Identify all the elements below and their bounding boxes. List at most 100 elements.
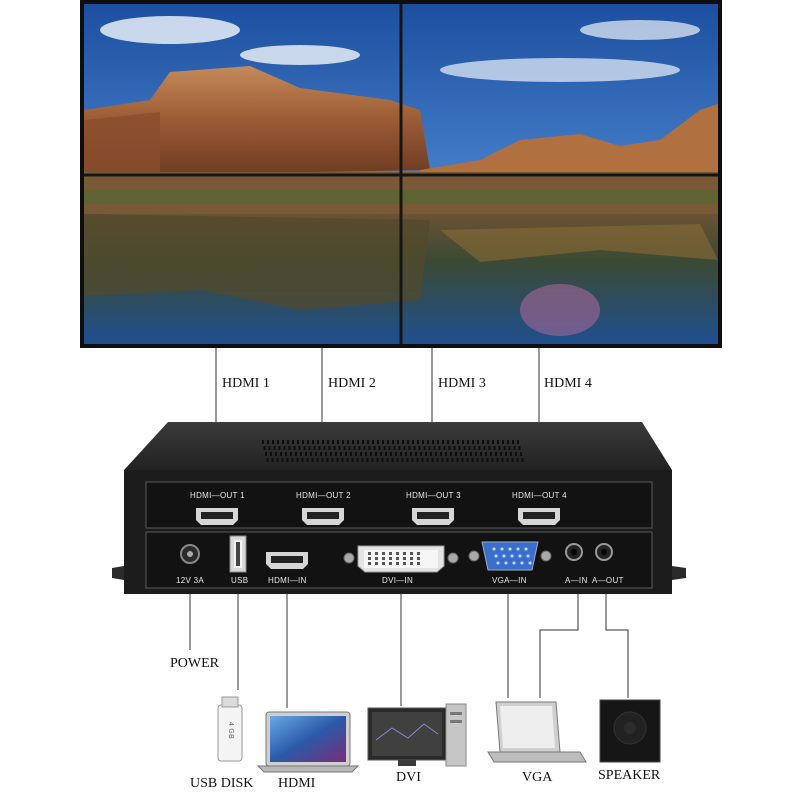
vent-slot	[466, 458, 469, 462]
vent-slot	[351, 458, 354, 462]
vent-slot	[300, 452, 302, 456]
vent-slot	[265, 452, 267, 456]
port-label-hdmi-out-2: HDMI—OUT 2	[296, 491, 351, 500]
port-label-hdmi-in: HDMI—IN	[268, 576, 307, 585]
vent-slot	[436, 458, 439, 462]
laptop-hdmi-icon	[256, 711, 360, 773]
power-jack[interactable]	[180, 544, 200, 564]
vent-slot	[437, 440, 439, 444]
cable-audio-out	[605, 594, 629, 698]
vent-slot	[506, 458, 509, 462]
vent-slot	[381, 458, 384, 462]
vent-slot	[371, 458, 374, 462]
vent-slot	[270, 452, 272, 456]
dvi-pin	[389, 562, 392, 565]
dvi-pin	[368, 557, 371, 560]
dvi-pin	[417, 557, 420, 560]
vent-slot	[331, 458, 334, 462]
vent-slot	[490, 452, 492, 456]
vga-pin	[524, 547, 528, 551]
vent-slot	[502, 440, 504, 444]
vent-slot	[438, 446, 441, 450]
vent-slot	[383, 446, 386, 450]
label-hdmi-4: HDMI 4	[544, 376, 592, 391]
dvi-pin	[389, 552, 392, 555]
vent-slot	[517, 440, 519, 444]
vent-slot	[272, 440, 274, 444]
usb-port[interactable]	[229, 535, 247, 573]
dvi-in-port[interactable]	[343, 545, 459, 573]
vent-slot	[293, 446, 296, 450]
vent-slot	[353, 446, 356, 450]
vent-slot	[350, 452, 352, 456]
vent-slot	[281, 458, 284, 462]
vent-slot	[492, 440, 494, 444]
vent-slot	[361, 458, 364, 462]
vent-slot	[450, 452, 452, 456]
vent-slot	[473, 446, 476, 450]
vent-slot	[320, 452, 322, 456]
vent-slot	[323, 446, 326, 450]
vent-slot	[423, 446, 426, 450]
port-label-audio-out: A—OUT	[592, 576, 624, 585]
hdmi-out-port-2[interactable]	[302, 508, 344, 525]
vent-slot	[335, 452, 337, 456]
vent-slot	[431, 458, 434, 462]
device-label-hdmi: HDMI	[278, 776, 316, 791]
mount-tab-right	[672, 566, 686, 580]
vent-slot	[470, 452, 472, 456]
vent-slot	[476, 458, 479, 462]
vent-slot	[481, 458, 484, 462]
vent-slot	[321, 458, 324, 462]
audio-in-jack[interactable]	[565, 543, 583, 561]
vga-in-port[interactable]	[468, 541, 552, 571]
pc-dvi-icon	[367, 703, 467, 767]
vent-slot	[401, 458, 404, 462]
vent-slot	[276, 458, 279, 462]
dvi-pin	[396, 562, 399, 565]
vent-slot	[422, 440, 424, 444]
usb-disk-capacity: 4 GB	[227, 721, 235, 740]
vent-slot	[370, 452, 372, 456]
vent-slot	[277, 440, 279, 444]
usb-disk-icon	[217, 696, 243, 762]
vent-slot	[360, 452, 362, 456]
vent-slot	[328, 446, 331, 450]
vent-slot	[428, 446, 431, 450]
vga-pin	[526, 554, 530, 558]
vent-slot	[308, 446, 311, 450]
vent-slot	[391, 458, 394, 462]
audio-out-jack[interactable]	[595, 543, 613, 561]
vent-slot	[278, 446, 281, 450]
vent-slot	[345, 452, 347, 456]
vent-slot	[516, 458, 519, 462]
dvi-pin	[368, 552, 371, 555]
vent-slot	[405, 452, 407, 456]
vent-slot	[465, 452, 467, 456]
vent-slot	[348, 446, 351, 450]
vent-slot	[461, 458, 464, 462]
hdmi-out-port-1[interactable]	[196, 508, 238, 525]
vent-slot	[462, 440, 464, 444]
hdmi-out-port-4[interactable]	[518, 508, 560, 525]
vent-slot	[303, 446, 306, 450]
vent-slot	[290, 452, 292, 456]
vent-slot	[447, 440, 449, 444]
vent-slot	[356, 458, 359, 462]
vent-slot	[441, 458, 444, 462]
hdmi-out-port-3[interactable]	[412, 508, 454, 525]
vent-slot	[398, 446, 401, 450]
vent-slot	[333, 446, 336, 450]
dvi-pin	[403, 552, 406, 555]
vent-slot	[395, 452, 397, 456]
port-label-hdmi-out-3: HDMI—OUT 3	[406, 491, 461, 500]
vent-slot	[400, 452, 402, 456]
hdmi-in-port[interactable]	[266, 552, 308, 569]
vent-slot	[487, 440, 489, 444]
dvi-pin	[375, 557, 378, 560]
vent-slot	[406, 458, 409, 462]
vga-pin	[512, 561, 516, 565]
vent-slot	[446, 458, 449, 462]
vent-slot	[267, 440, 269, 444]
